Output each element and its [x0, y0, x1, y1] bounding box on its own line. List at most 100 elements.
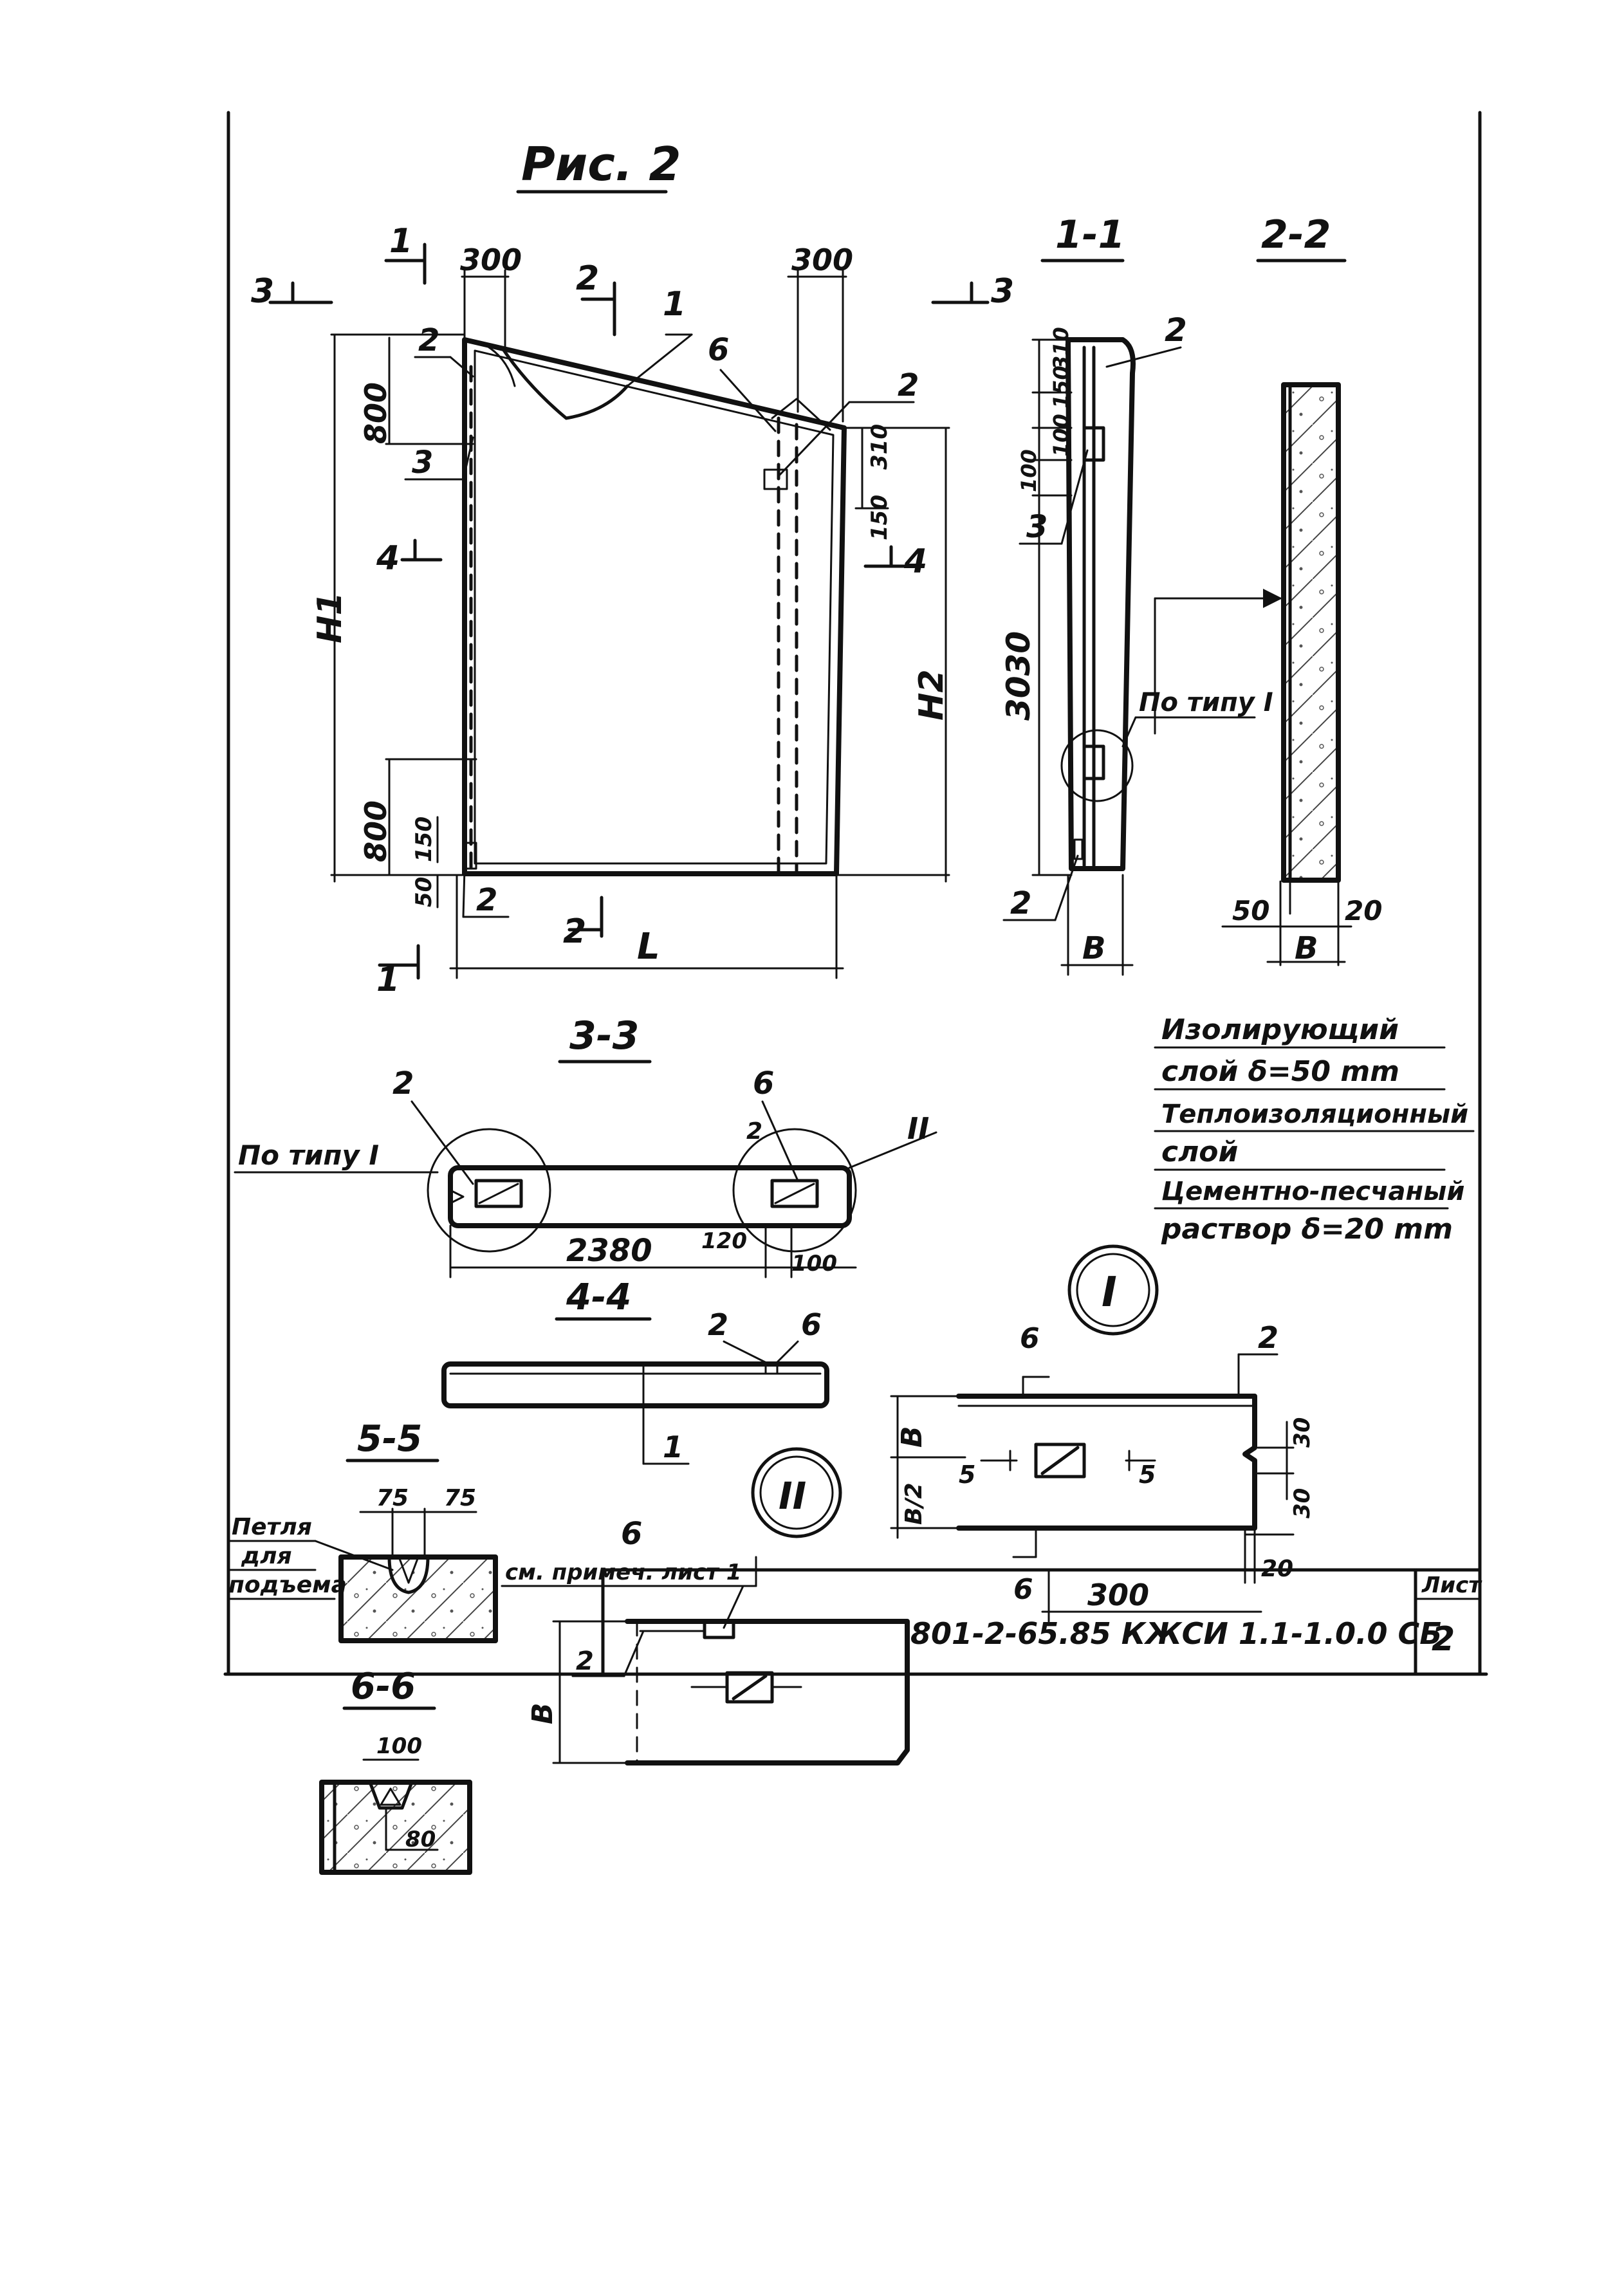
figure-title-text: Рис. 2 — [521, 137, 681, 191]
dim-right-150: 150 — [867, 495, 892, 540]
section-1-1-marker-2-bottom: 2 — [1010, 885, 1031, 921]
panel-elevation: 1 1 2 2 3 3 4 4 300 300 — [251, 222, 1014, 999]
node-i-dim-300: 300 — [1087, 1578, 1149, 1612]
section-1-1: 1-1 310 150 100 100 3030 B 2 3 2 — [1000, 212, 1273, 976]
dim-6-6-80: 80 — [405, 1827, 436, 1852]
figure-title: Рис. 2 — [516, 137, 681, 194]
marker-2-right: 2 — [898, 367, 919, 403]
node-i-badge: I — [1102, 1269, 1117, 1316]
section-5-5-label-1: Петля — [232, 1514, 312, 1540]
cut-1-bottom: 1 — [376, 961, 400, 999]
layer-legend: Изолирующий слой δ=50 mm Теплоизоляционн… — [1154, 1013, 1475, 1246]
node-i-dim-5b: 5 — [1139, 1461, 1156, 1489]
dim-5-5-75b: 75 — [444, 1485, 476, 1511]
dim-3-3-120: 120 — [701, 1228, 747, 1254]
dim-top-left-300: 300 — [460, 243, 522, 277]
node-i-dim-b2: B/2 — [901, 1482, 927, 1525]
dim-right-310: 310 — [867, 424, 892, 470]
node-ii-title: 6 — [621, 1516, 642, 1552]
section-4-4-marker-2: 2 — [708, 1307, 728, 1342]
section-6-6-title: 6-6 — [351, 1666, 416, 1708]
section-1-1-note: По типу I — [1139, 688, 1273, 717]
marker-2-bottom: 2 — [476, 882, 497, 918]
layer-line-5: Цементно-песчаный — [1161, 1177, 1464, 1206]
dim-length-l: L — [637, 926, 660, 968]
section-4-4: 4-4 2 6 1 — [441, 1277, 829, 1465]
dim-top-right-300: 300 — [791, 243, 853, 277]
dim-lower-150: 150 — [411, 816, 437, 862]
dim-left-lower-800: 800 — [358, 800, 393, 862]
section-5-5-label-3: подъема — [228, 1572, 347, 1598]
dim-h2: H2 — [912, 669, 951, 721]
section-3-3-marker-2a: 2 — [392, 1065, 414, 1102]
title-block-sheet-label: Лист — [1421, 1572, 1482, 1598]
dim-1-1-b: B — [1082, 930, 1106, 966]
layer-line-4: слой — [1161, 1136, 1238, 1168]
section-6-6: 6-6 100 80 — [319, 1666, 472, 1875]
marker-1: 1 — [663, 285, 686, 324]
dim-6-6-100: 100 — [376, 1733, 422, 1759]
cut-4-right: 4 — [903, 542, 927, 581]
node-i-dim-b: B — [896, 1426, 928, 1448]
node-ii: II 6 см. примеч. лист 1 B 2 — [501, 1447, 910, 1765]
marker-6: 6 — [708, 332, 729, 368]
layer-line-6: раствор δ=20 mm — [1161, 1213, 1453, 1246]
cut-3-left: 3 — [251, 272, 274, 311]
section-2-2: 2-2 50 20 B — [1154, 212, 1382, 966]
cut-2-bottom: 2 — [563, 912, 586, 951]
dim-1-1-3030: 3030 — [1000, 631, 1037, 721]
section-3-3: 3-3 По типу I 2 6 2 II 2380 120 100 — [234, 1013, 937, 1278]
dim-1-1-150: 150 — [1049, 365, 1073, 409]
section-1-1-marker-3: 3 — [1026, 509, 1047, 545]
node-i-cut-6-bottom: 6 — [1013, 1573, 1033, 1606]
layer-line-2: слой δ=50 mm — [1161, 1055, 1399, 1088]
dim-5-5-75a: 75 — [376, 1485, 409, 1511]
dim-2-2-b: B — [1295, 930, 1318, 966]
dim-left-upper-800: 800 — [358, 382, 393, 444]
marker-2-upper-left: 2 — [418, 322, 439, 358]
dim-1-1-310: 310 — [1049, 327, 1073, 370]
cut-2-top: 2 — [576, 259, 599, 298]
section-3-3-note: По типу I — [238, 1139, 379, 1171]
title-block-sheet-number: 2 — [1432, 1620, 1455, 1659]
cut-3-right: 3 — [991, 272, 1014, 311]
node-i: I 5 5 B B/2 6 6 2 30 30 20 — [890, 1244, 1315, 1623]
title-block: 801-2-65.85 КЖСИ 1.1-1.0.0 СБ Лист 2 — [601, 1568, 1482, 1676]
dim-1-1-100b: 100 — [1017, 449, 1041, 492]
node-i-dim-30b: 30 — [1289, 1488, 1315, 1518]
section-3-3-title: 3-3 — [569, 1013, 639, 1058]
layer-line-3: Теплоизоляционный — [1161, 1100, 1468, 1129]
section-1-1-title: 1-1 — [1055, 212, 1125, 257]
section-4-4-title: 4-4 — [566, 1277, 631, 1318]
node-ii-note: см. примеч. лист 1 — [505, 1560, 741, 1585]
dim-3-3-100: 100 — [791, 1251, 837, 1277]
section-4-4-marker-6: 6 — [801, 1307, 822, 1342]
marker-3: 3 — [412, 445, 433, 481]
section-3-3-marker-2b: 2 — [746, 1118, 762, 1145]
dim-2-2-20: 20 — [1345, 895, 1382, 926]
node-ii-badge: II — [779, 1474, 806, 1518]
dim-h1: H1 — [311, 592, 349, 643]
node-i-dim-5a: 5 — [959, 1461, 975, 1489]
section-1-1-marker-2-top: 2 — [1165, 311, 1187, 349]
layer-line-1: Изолирующий — [1161, 1013, 1399, 1046]
dim-3-3-2380: 2380 — [566, 1233, 652, 1269]
dim-1-1-100a: 100 — [1049, 414, 1073, 457]
dim-2-2-50: 50 — [1232, 895, 1269, 926]
node-i-cut-6-top: 6 — [1020, 1322, 1040, 1355]
cut-4-left: 4 — [376, 539, 400, 578]
section-5-5-label-2: для — [241, 1543, 292, 1569]
node-ii-marker-2: 2 — [576, 1646, 594, 1676]
node-ii-dim-b: B — [526, 1702, 559, 1724]
section-2-2-title: 2-2 — [1261, 212, 1331, 257]
section-4-4-marker-1: 1 — [663, 1430, 683, 1464]
section-5-5: 5-5 75 75 Петля для подъема — [227, 1418, 498, 1643]
section-3-3-marker-6: 6 — [753, 1065, 774, 1102]
title-block-code: 801-2-65.85 КЖСИ 1.1-1.0.0 СБ — [910, 1616, 1442, 1651]
node-i-marker-2: 2 — [1258, 1320, 1278, 1355]
node-i-dim-30a: 30 — [1289, 1417, 1315, 1448]
section-5-5-title: 5-5 — [357, 1418, 422, 1460]
cut-1-top: 1 — [389, 222, 412, 261]
dim-lower-50: 50 — [411, 877, 437, 907]
